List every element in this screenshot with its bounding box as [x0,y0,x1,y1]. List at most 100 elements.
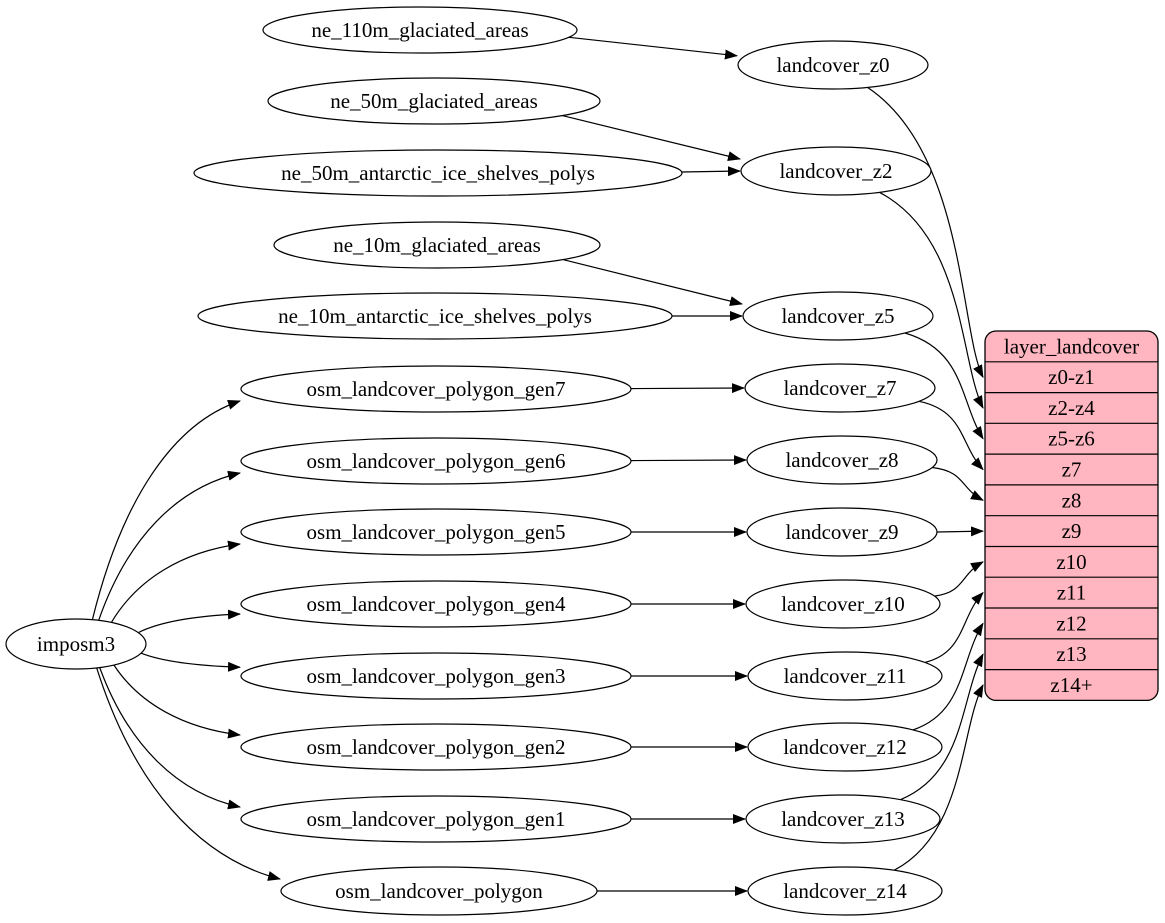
edge-landcover_z9-to-z9 [936,526,984,537]
node-ne_10m_glaciated_areas-label: ne_10m_glaciated_areas [333,233,541,257]
node-osm_landcover_polygon_gen3-label: osm_landcover_polygon_gen3 [307,664,566,688]
node-landcover_z11: landcover_z11 [747,651,943,701]
node-landcover_z13-shape [745,794,941,844]
node-ne_50m_glaciated_areas-label: ne_50m_glaciated_areas [330,89,538,113]
node-osm_landcover_polygon_gen7: osm_landcover_polygon_gen7 [240,365,632,413]
edge-landcover_z5-to-z5-z6 [904,332,984,440]
node-landcover_z9-shape [746,507,938,557]
edge-imposm3-to-osm_landcover_polygon_gen2 [113,664,241,739]
node-landcover_z14-label: landcover_z14 [783,879,907,903]
edge-ne_10m_glaciated_areas-to-landcover_z5 [562,259,743,306]
edge-osm_landcover_polygon_gen6-to-landcover_z8 [630,455,747,466]
node-landcover_z7-label: landcover_z7 [783,376,896,400]
edge-landcover_z0-to-z0-z1 [867,86,984,379]
node-landcover_z7: landcover_z7 [744,363,936,413]
edge-ne_110m_glaciated_areas-to-landcover_z0 [568,36,738,60]
record-header: layer_landcover [1004,334,1139,358]
node-ne_50m_glaciated_areas: ne_50m_glaciated_areas [267,77,601,125]
record-row-z10: z10 [1056,550,1086,574]
node-landcover_z5-shape [742,291,934,341]
node-landcover_z0: landcover_z0 [737,40,929,90]
node-ne_10m_antarctic_ice_shelves_polys-label: ne_10m_antarctic_ice_shelves_polys [278,304,592,328]
node-landcover_z13-label: landcover_z13 [781,807,905,831]
node-osm_landcover_polygon_gen4: osm_landcover_polygon_gen4 [240,580,632,628]
node-imposm3: imposm3 [5,618,147,670]
edge-landcover_z11-to-z11 [924,591,984,663]
edge-landcover_z12-to-z12 [912,622,984,731]
node-osm_landcover_polygon_gen7-shape [240,365,632,413]
node-ne_10m_glaciated_areas: ne_10m_glaciated_areas [273,221,601,269]
node-osm_landcover_polygon_gen6-label: osm_landcover_polygon_gen6 [307,449,566,473]
node-landcover_z9-label: landcover_z9 [785,520,898,544]
node-ne_10m_antarctic_ice_shelves_polys: ne_10m_antarctic_ice_shelves_polys [197,292,673,340]
node-landcover_z9: landcover_z9 [746,507,938,557]
node-ne_50m_antarctic_ice_shelves_polys-shape [193,149,683,197]
node-ne_110m_glaciated_areas: ne_110m_glaciated_areas [262,6,578,54]
node-landcover_z8: landcover_z8 [746,435,938,485]
record-row-z9: z9 [1062,519,1082,543]
node-osm_landcover_polygon_gen5-shape [240,508,632,556]
record-row-z2-z4: z2-z4 [1048,396,1095,420]
edge-landcover_z2-to-z2-z4 [879,191,984,409]
node-osm_landcover_polygon-shape [280,866,598,916]
node-landcover_z5: landcover_z5 [742,291,934,341]
node-osm_landcover_polygon_gen4-shape [240,580,632,628]
record-row-z8: z8 [1062,488,1082,512]
edge-ne_50m_antarctic_ice_shelves_polys-to-landcover_z2 [681,166,741,177]
edge-imposm3-to-osm_landcover_polygon_gen4 [138,609,241,634]
node-landcover_z2-label: landcover_z2 [779,159,892,183]
node-osm_landcover_polygon_gen7-label: osm_landcover_polygon_gen7 [307,377,566,401]
record-row-z7: z7 [1062,458,1082,482]
edge-imposm3-to-osm_landcover_polygon_gen3 [140,652,241,672]
node-osm_landcover_polygon_gen1-label: osm_landcover_polygon_gen1 [307,807,566,831]
node-landcover_z14: landcover_z14 [747,866,943,916]
node-ne_50m_glaciated_areas-shape [267,77,601,125]
edge-ne_50m_glaciated_areas-to-landcover_z2 [562,115,741,162]
node-landcover_z14-shape [747,866,943,916]
edge-imposm3-to-osm_landcover_polygon_gen5 [110,540,241,623]
node-landcover_z10-label: landcover_z10 [781,592,905,616]
node-landcover_z7-shape [744,363,936,413]
node-osm_landcover_polygon_gen1: osm_landcover_polygon_gen1 [240,795,632,843]
node-landcover_z2: landcover_z2 [740,146,932,196]
edge-osm_landcover_polygon_gen7-to-landcover_z7 [630,383,745,394]
edge-imposm3-to-osm_landcover_polygon_gen1 [99,667,241,810]
node-osm_landcover_polygon-label: osm_landcover_polygon [335,879,543,903]
node-landcover_z8-label: landcover_z8 [785,448,898,472]
node-ne_110m_glaciated_areas-shape [262,6,578,54]
node-landcover_z12: landcover_z12 [747,722,943,772]
node-landcover_z0-label: landcover_z0 [776,53,889,77]
node-landcover_z2-shape [740,146,932,196]
record-row-z14+: z14+ [1050,673,1092,697]
node-ne_50m_antarctic_ice_shelves_polys: ne_50m_antarctic_ice_shelves_polys [193,149,683,197]
node-imposm3-shape [5,618,147,670]
edge-imposm3-to-osm_landcover_polygon_gen7 [91,400,241,620]
node-osm_landcover_polygon_gen2: osm_landcover_polygon_gen2 [240,723,632,771]
node-osm_landcover_polygon_gen3: osm_landcover_polygon_gen3 [240,652,632,700]
node-landcover_z0-shape [737,40,929,90]
node-osm_landcover_polygon_gen6-shape [240,437,632,485]
edge-landcover_z10-to-z10 [934,561,984,597]
node-osm_landcover_polygon_gen1-shape [240,795,632,843]
node-osm_landcover_polygon_gen2-shape [240,723,632,771]
node-landcover_z11-label: landcover_z11 [784,664,907,688]
edge-landcover_z8-to-z8 [932,466,984,501]
node-landcover_z10: landcover_z10 [745,579,941,629]
node-ne_10m_antarctic_ice_shelves_polys-shape [197,292,673,340]
edges [91,36,984,896]
node-osm_landcover_polygon_gen4-label: osm_landcover_polygon_gen4 [307,592,566,616]
node-landcover_z8-shape [746,435,938,485]
node-landcover_z11-shape [747,651,943,701]
node-landcover_z13: landcover_z13 [745,794,941,844]
edge-imposm3-to-osm_landcover_polygon_gen6 [98,470,241,621]
node-ne_110m_glaciated_areas-label: ne_110m_glaciated_areas [311,18,528,42]
node-osm_landcover_polygon_gen2-label: osm_landcover_polygon_gen2 [307,735,566,759]
node-ne_50m_antarctic_ice_shelves_polys-label: ne_50m_antarctic_ice_shelves_polys [281,161,595,185]
node-landcover_z5-label: landcover_z5 [781,304,894,328]
node-landcover_z12-shape [747,722,943,772]
node-osm_landcover_polygon_gen3-shape [240,652,632,700]
node-osm_landcover_polygon_gen6: osm_landcover_polygon_gen6 [240,437,632,485]
edge-imposm3-to-osm_landcover_polygon [96,667,281,881]
node-osm_landcover_polygon_gen5: osm_landcover_polygon_gen5 [240,508,632,556]
